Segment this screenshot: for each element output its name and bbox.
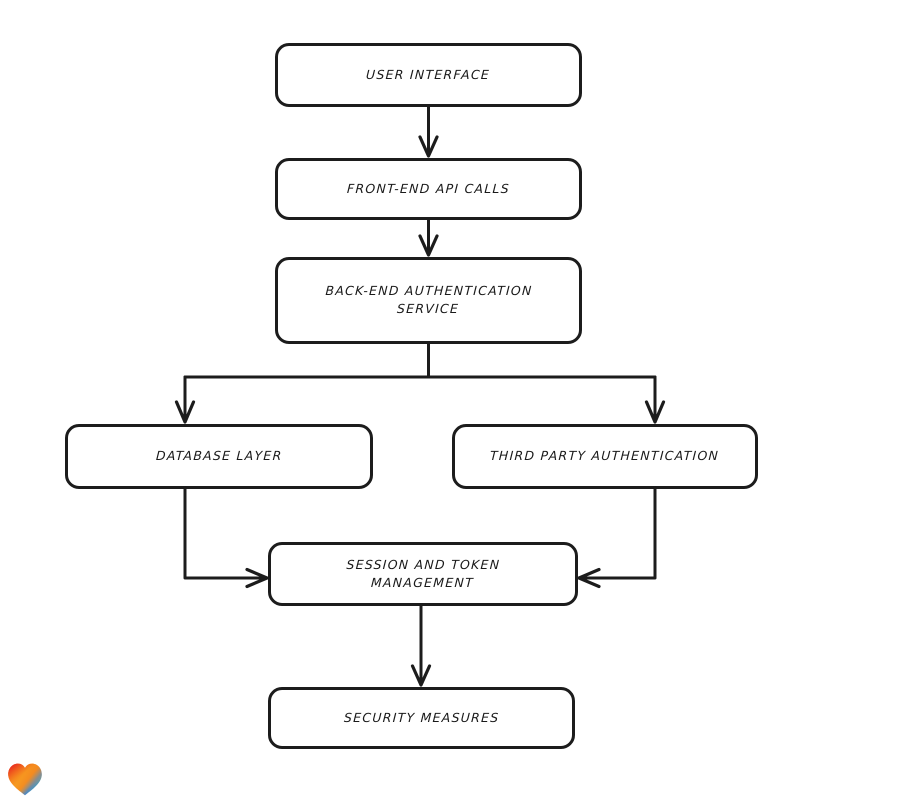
node-third-party-authentication[interactable]: Third Party Authentication bbox=[452, 424, 758, 489]
node-third-party-authentication-label: Third Party Authentication bbox=[490, 448, 720, 464]
node-security-measures[interactable]: Security Measures bbox=[268, 687, 575, 749]
node-back-end-authentication-service-label: Back-End Authentication Service bbox=[325, 283, 533, 317]
edge-backend-to-database bbox=[174, 375, 196, 424]
edge-session-to-security bbox=[410, 604, 432, 687]
node-session-and-token-management[interactable]: Session and Token Management bbox=[268, 542, 578, 606]
edge-thirdparty-to-session bbox=[577, 487, 657, 589]
heart-icon bbox=[8, 763, 42, 796]
edge-backend-to-thirdparty bbox=[644, 375, 666, 424]
node-session-and-token-management-label: Session and Token Management bbox=[346, 556, 501, 590]
node-back-end-authentication-service[interactable]: Back-End Authentication Service bbox=[275, 257, 582, 344]
node-security-measures-label: Security Measures bbox=[343, 709, 500, 725]
node-database-layer[interactable]: Database Layer bbox=[65, 424, 373, 489]
node-front-end-api-calls-label: Front-End API Calls bbox=[346, 180, 511, 196]
node-database-layer-label: Database Layer bbox=[155, 448, 283, 464]
edge-database-to-session bbox=[183, 487, 269, 589]
edge-backend-split-bus bbox=[183, 342, 657, 379]
node-user-interface[interactable]: User Interface bbox=[275, 43, 582, 107]
node-front-end-api-calls[interactable]: Front-End API Calls bbox=[275, 158, 582, 220]
node-user-interface-label: User Interface bbox=[366, 66, 491, 82]
edge-ui-to-frontend bbox=[418, 105, 439, 158]
edge-frontend-to-backend bbox=[418, 218, 439, 257]
